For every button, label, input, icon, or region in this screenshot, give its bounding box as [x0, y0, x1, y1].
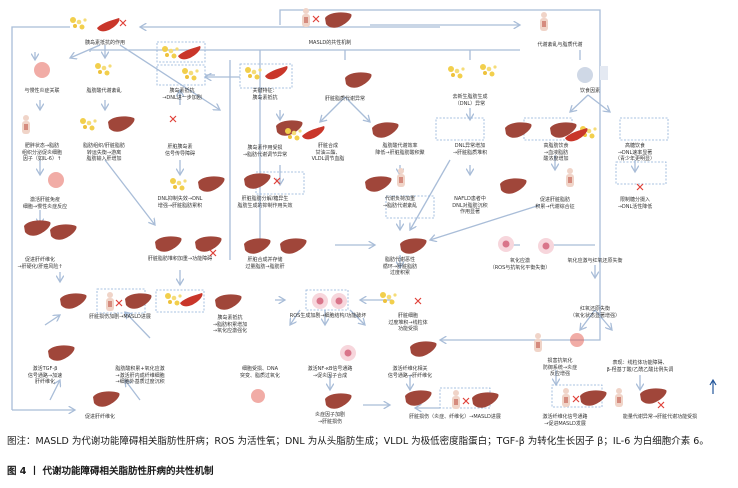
node-redox-imbalance: 红氧还原失衡 （氧化状态显著增强） — [569, 306, 621, 319]
node-metabolic-load: 代谢负荷加重 →脂肪代谢紊乱 — [382, 196, 418, 209]
figure-title: 图 4 丨 代谢功能障碍相关脂肪性肝病的共性机制 — [7, 466, 214, 477]
node-immune-activation: 激活肝脏免疫 细胞→慢性炎症反应 — [22, 197, 68, 210]
node-inflammation-injury: 炎症因子加剧 →肝脏损伤 — [314, 412, 346, 425]
node-lipolysis-failure: 肝脏脂肪分解/糖异生 脂肪生成的抑制作用失效 — [237, 196, 293, 209]
node-dnl-increase: DNL异常增加 →肝脏脂质堆积 — [452, 143, 488, 156]
node-dnl-abnormal: 去新生脂肪生成 （DNL）异常 — [452, 94, 488, 107]
node-tgf-beta: 激活TGF-β 信号通路→加速 肝纤维化 — [27, 366, 63, 385]
node-injury-masld: 肝脏损伤加剧→MASLD进展 — [89, 314, 151, 320]
node-top-core: MASLD的共性机制 — [308, 40, 352, 46]
node-obesity-il6: 肥胖状态→脂肪 组织分泌促炎细胞 因子（如IL-6）↑ — [21, 143, 63, 162]
node-nfkb: 激活NF-κB信号通路 →促炎因子合成 — [307, 366, 353, 379]
node-fatty-acid-disorder: 脂肪酸代谢紊乱 — [86, 88, 122, 94]
illustrations — [22, 8, 717, 409]
node-fat-accum-function: 肝脏脂肪堆积加重→功能障碍 — [147, 256, 213, 262]
node-fibrosis-signal: 激活纤维化相关 信号通路→肝纤维化 — [387, 366, 433, 379]
node-ox-redox: 氧化应激与红氧还原失衡 — [567, 258, 623, 264]
node-key-feature: 关键特征： 胰岛素抵抗 — [252, 88, 278, 101]
mechanism-diagram — [11, 8, 717, 430]
node-vicious-cycle: 脂肪代谢恶性 循环→肝脏脂肪 过度积累 — [382, 257, 418, 276]
node-store-excess: 肝脏合成并存储 过量脂肪→脂肪肝 — [245, 257, 285, 270]
dashed-boxes — [96, 41, 669, 409]
node-restrict-sugar: 限制糖分摄入 →DNL活性降低 — [617, 197, 653, 210]
node-insulin-resistance-role: 胰岛素抵抗的作用 — [84, 40, 126, 46]
node-energy-metabolism: 能量代谢异常→肝脏代谢功能受损 — [622, 414, 698, 420]
up-arrow-icon — [709, 378, 717, 394]
node-insulin-impaired: 胰岛素作用受损 →脂肪代谢调节异常 — [242, 145, 288, 158]
node-liver-injury-progress: 肝脏损伤（炎症、纤维化）→MASLD进展 — [409, 414, 501, 420]
node-liver-insulin-signal: 肝脏胰岛素 信号传导障碍 — [164, 144, 196, 157]
node-dnl-failure: DNL抑制失效→DNL 增强→肝脏脂肪累积 — [157, 196, 203, 209]
node-ros-damage: ROS生成加剧→细胞结构/功能破坏 — [289, 313, 367, 319]
node-hepatocyte-apoptosis: 肝脏细胞 过度堆积→线粒体 功能受损 — [388, 313, 428, 332]
connector-lines — [11, 9, 640, 410]
node-promote-lipid: 促进肝脏脂肪 积累→代谢综合征 — [535, 197, 575, 210]
rice-bowl-icon — [577, 67, 593, 83]
node-liver-synth: 肝脏合成 甘油三酯、 VLDL调节血脂 — [311, 143, 345, 162]
node-fibrosis-signal-masld: 激活纤维化信号通路 →促进MASLD发展 — [542, 414, 588, 427]
node-antioxidant-defense: 损害抗氧化 防御系统→炎症 反应增强 — [542, 358, 578, 377]
milk-icon — [600, 66, 608, 80]
node-nafld-dnl: NAFLD患者中 DNL对脂肪沉积 作用显著 — [452, 196, 488, 215]
node-fa-oxidation-down: 脂肪酸代谢效率 降低→肝脏脂肪酸积聚 — [375, 143, 425, 156]
figure-note: 图注：MASLD 为代谢功能障碍相关脂肪性肝病；ROS 为活性氧；DNL 为从头… — [7, 436, 709, 447]
node-oxidative-stress: 氧化应激 （ROS与抗氧化平衡失衡） — [489, 258, 551, 271]
node-mito-dysfunction: 表现：线粒体功能障碍、 β-羟基丁酸/乙酰乙酸比例失调 — [606, 360, 674, 373]
node-diet-factor: 饮食因素 — [579, 88, 601, 94]
inflammation-icon — [34, 62, 50, 78]
node-ir-oxidative: 胰岛素抵抗 →脂肪积累增加 →氧化应激强化 — [212, 315, 248, 334]
node-fibrosis-risk: 促进肝纤维化 →肝硬化/肝癌风险↑ — [17, 257, 63, 270]
node-chronic-inflammation: 与慢性炎症关联 — [24, 88, 60, 94]
node-ir-dnl: 胰岛素抵抗 →DNL进一步加剧 — [162, 88, 202, 101]
node-high-sugar-diet: 高糖饮食 →DNL速率显著 （青少年更明显） — [614, 143, 656, 162]
node-high-fat-diet: 高脂肪饮食 →血液脂肪 酸浓度增加 — [543, 143, 569, 162]
node-cell-dna: 细胞受损、DNA 突变、脂质过氧化 — [239, 366, 281, 379]
node-hepatic-lipid-abnormal: 肝脏脂质代谢异常 — [324, 96, 366, 102]
node-fa-stellate: 脂肪酸积累+氧化应激 →激活肝内成纤维细胞 →细胞外基质过度沉积 — [115, 366, 165, 385]
node-promote-fibrosis: 促进肝纤维化 — [84, 414, 116, 420]
node-metabolic-disorder: 代谢紊乱与脂质代谢 — [537, 42, 583, 48]
node-adipose-lipolysis: 脂肪组织/肝脏脂肪 转运失衡→游离 脂肪输入肝增加 — [83, 143, 125, 162]
